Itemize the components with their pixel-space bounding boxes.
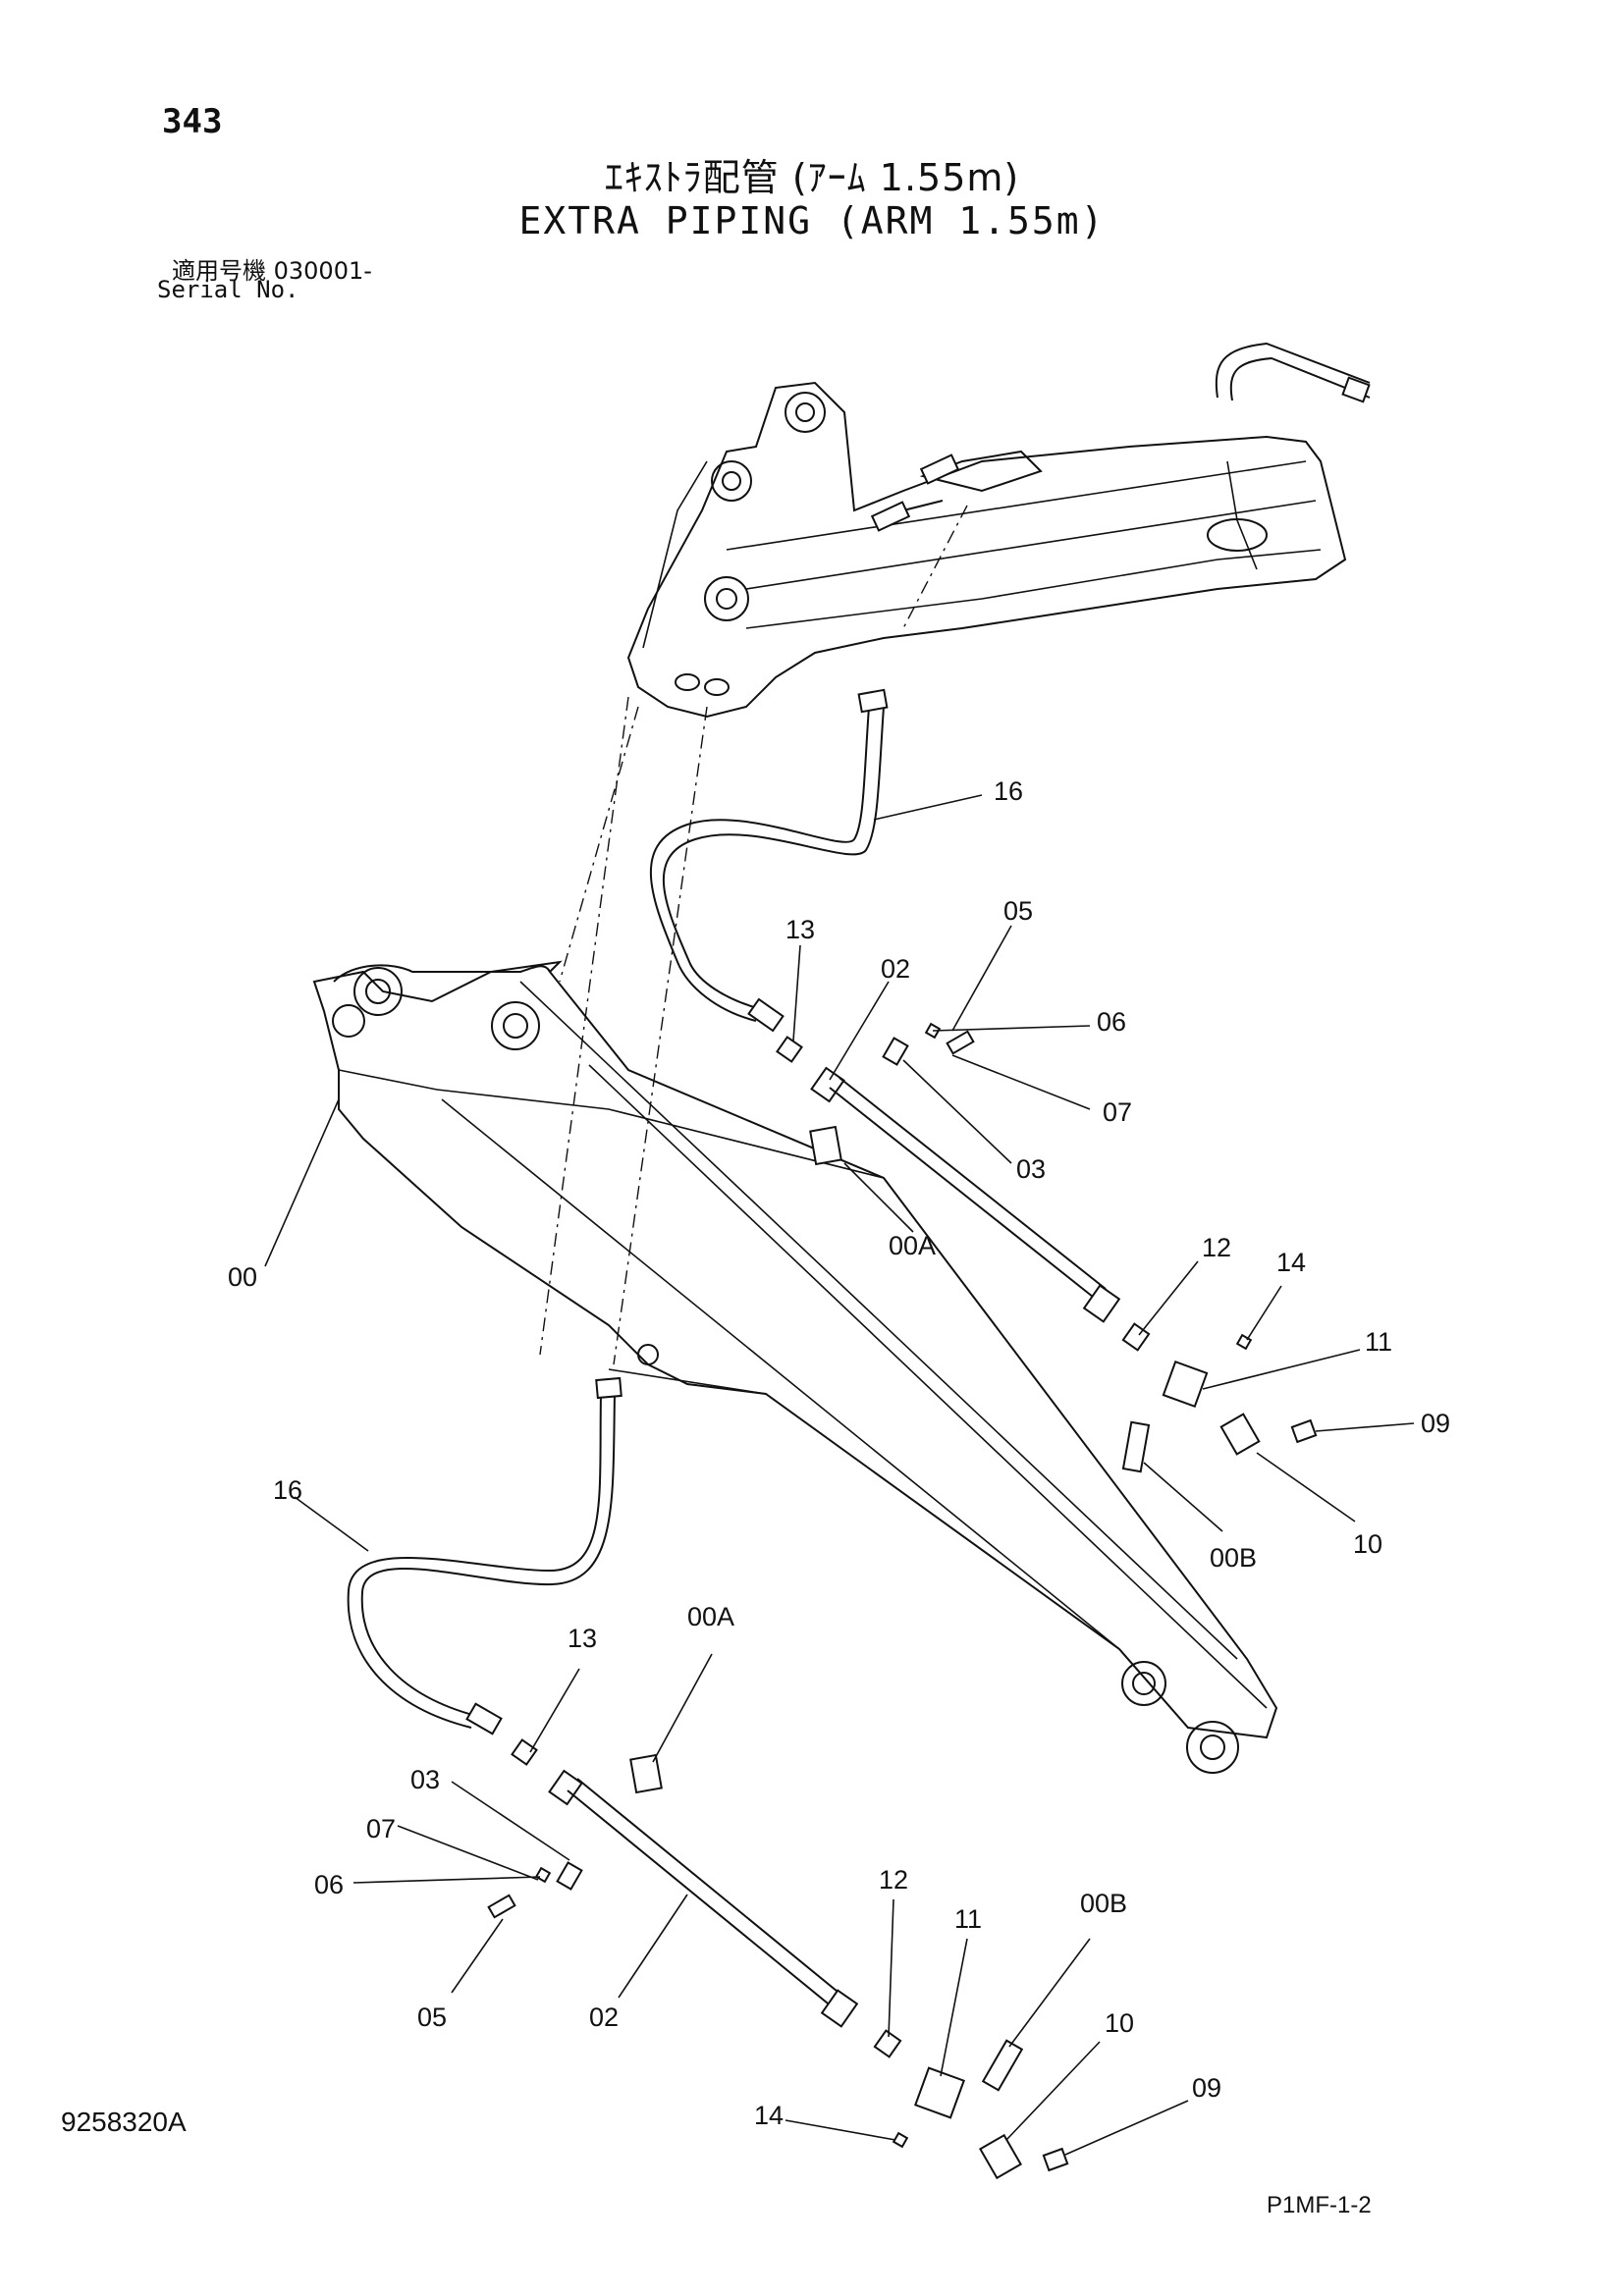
serial-label-english: Serial No. xyxy=(157,276,299,303)
title-japanese: ｴｷｽﾄﾗ配管 (ｱｰﾑ 1.55m) xyxy=(604,156,1020,199)
callout-13-upper: 13 xyxy=(785,915,815,944)
callout-03-lower: 03 xyxy=(410,1765,440,1794)
callout-16-lower: 16 xyxy=(273,1475,302,1505)
callout-11-lower: 11 xyxy=(954,1904,982,1934)
callout-10-upper: 10 xyxy=(1353,1529,1382,1559)
callout-12-upper: 12 xyxy=(1202,1233,1231,1262)
drawing-number: 9258320A xyxy=(61,2107,187,2137)
callout-00A-upper: 00A xyxy=(889,1231,936,1260)
callout-11-upper: 11 xyxy=(1365,1327,1392,1357)
callout-13-lower: 13 xyxy=(568,1624,597,1653)
callout-00: 00 xyxy=(228,1262,257,1292)
lower-hose xyxy=(347,1376,623,1735)
page-number: 343 xyxy=(162,102,223,141)
lower-piping xyxy=(487,1738,1069,2180)
callout-10-lower: 10 xyxy=(1105,2008,1134,2038)
callout-07-upper: 07 xyxy=(1103,1097,1132,1127)
callout-00B-lower: 00B xyxy=(1080,1889,1127,1918)
arm-body xyxy=(312,960,1278,1774)
callout-00B-upper: 00B xyxy=(1210,1543,1257,1573)
callout-05-upper: 05 xyxy=(1003,896,1033,926)
callout-05-lower: 05 xyxy=(417,2002,447,2032)
sheet-reference: P1MF-1-2 xyxy=(1267,2192,1372,2218)
callout-07-lower: 07 xyxy=(366,1814,396,1843)
callout-16-upper: 16 xyxy=(994,776,1023,806)
title-english: EXTRA PIPING (ARM 1.55m) xyxy=(518,199,1106,242)
callout-03-upper: 03 xyxy=(1016,1154,1046,1184)
callout-02-upper: 02 xyxy=(881,954,910,984)
upper-hose xyxy=(650,688,889,1033)
boom-end-assembly xyxy=(626,342,1371,719)
callout-12-lower: 12 xyxy=(879,1865,908,1895)
callout-09-upper: 09 xyxy=(1421,1409,1450,1438)
callout-14-lower: 14 xyxy=(754,2101,784,2130)
serial-label-japanese: 適用号機 030001- xyxy=(172,257,372,285)
alignment-lines xyxy=(539,505,968,1365)
callout-02-lower: 02 xyxy=(589,2002,619,2032)
upper-piping xyxy=(776,1022,1318,1473)
callout-06-upper: 06 xyxy=(1097,1007,1126,1037)
leader-lines xyxy=(264,794,1415,2156)
callout-06-lower: 06 xyxy=(314,1870,344,1899)
callout-labels: 16 13 02 05 06 07 03 00A 00 12 14 11 09 … xyxy=(228,776,1450,2130)
callout-00A-lower: 00A xyxy=(687,1602,734,1631)
callout-09-lower: 09 xyxy=(1192,2073,1221,2103)
callout-14-upper: 14 xyxy=(1276,1248,1306,1277)
